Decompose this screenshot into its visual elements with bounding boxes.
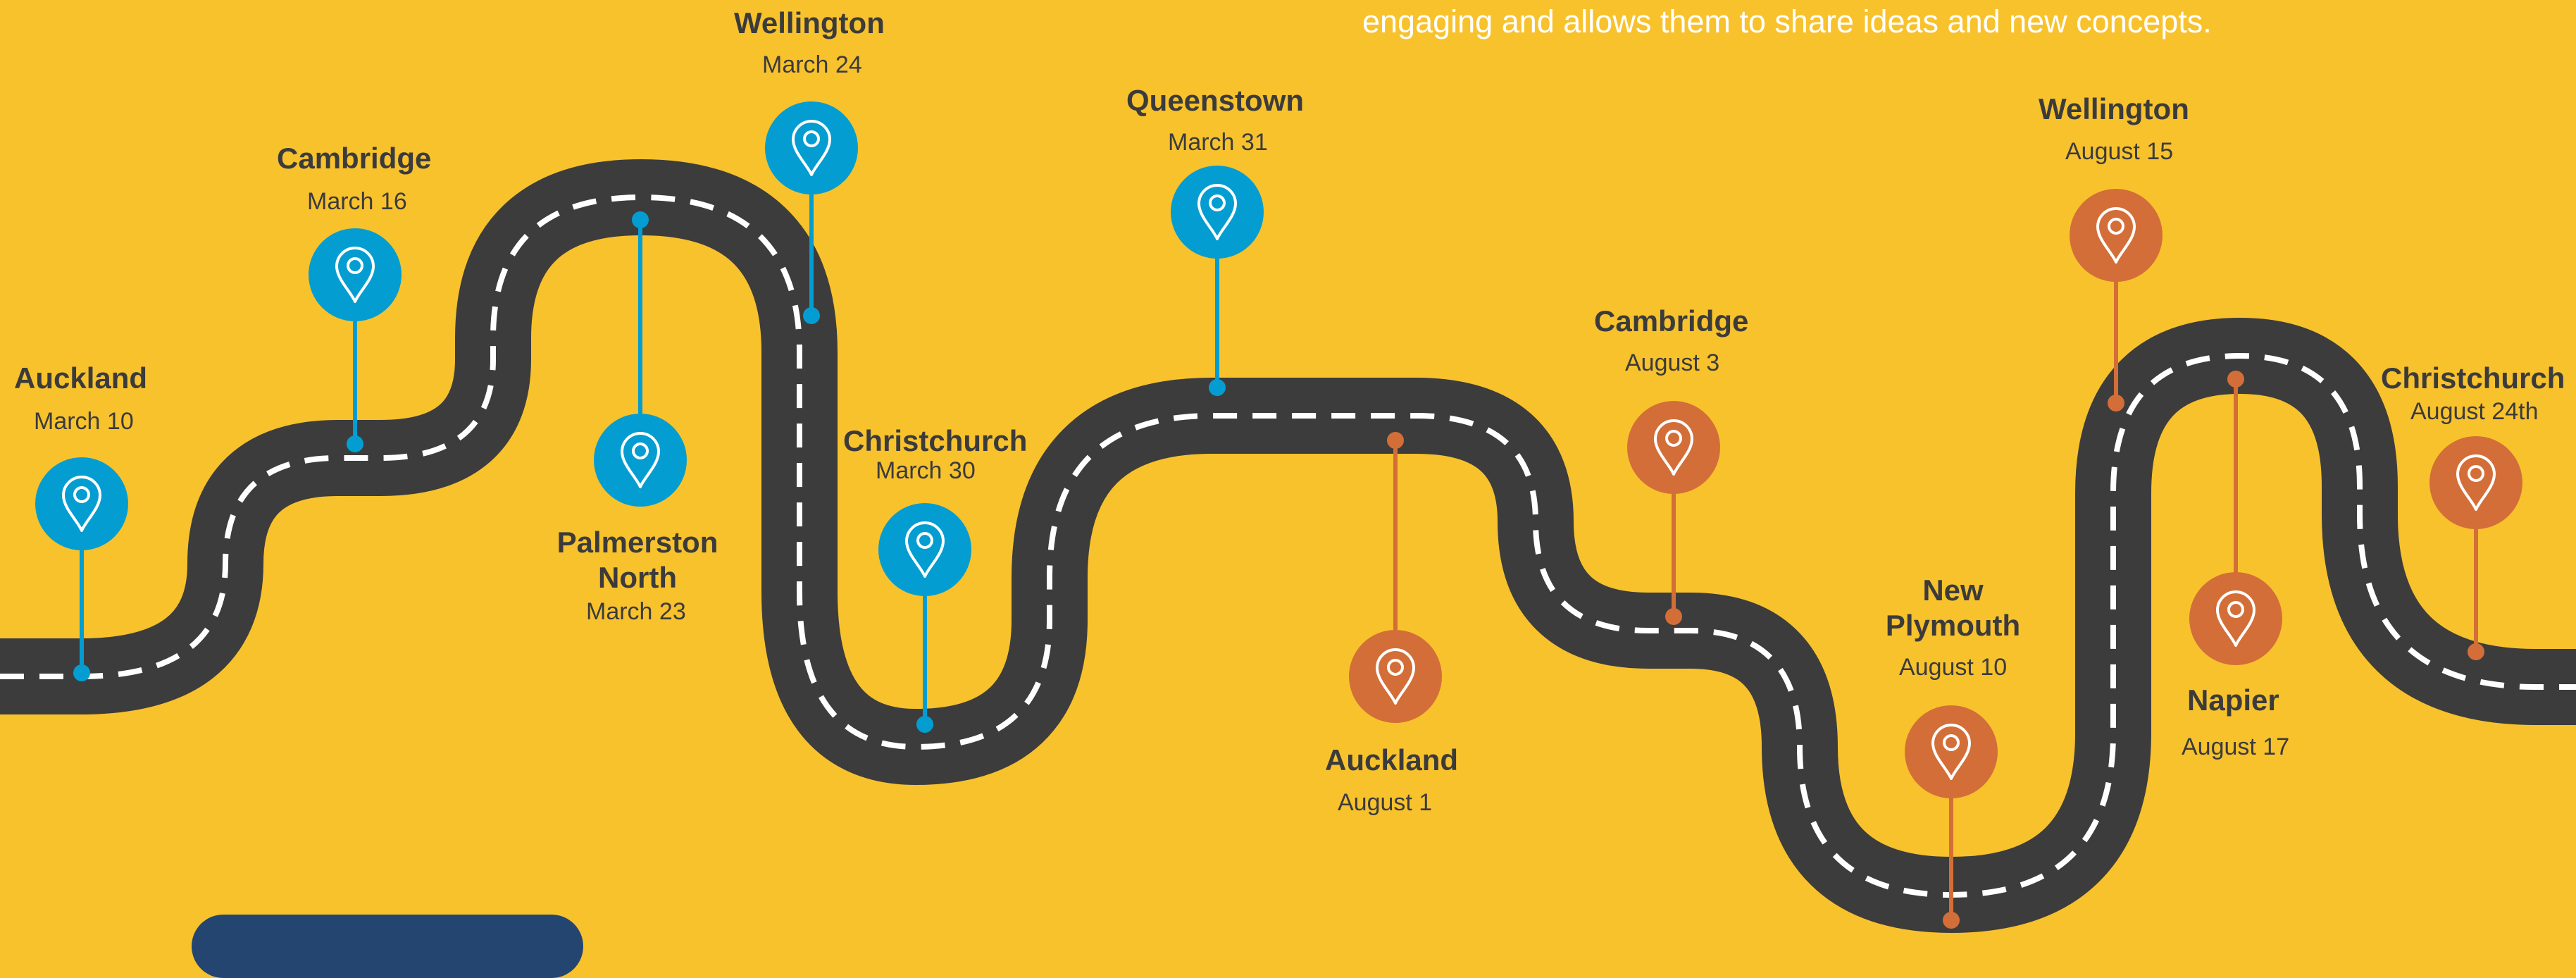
stop-date-label: August 15 [2065,138,2174,165]
stop-marker[interactable] [594,211,687,507]
road-anchor-dot [73,664,90,681]
bottom-action-button[interactable] [192,915,583,978]
marker-circle [309,228,402,321]
road-anchor-dot [2227,371,2244,388]
stop-marker[interactable] [2189,371,2282,665]
location-pin-icon [1376,648,1415,705]
stop-city-label: New Plymouth [1885,574,2021,642]
intro-text: engaging and allows them to share ideas … [1362,4,2212,39]
location-pin-icon [1931,724,1971,780]
stop-date-label: March 10 [34,408,134,435]
stop-city-label: Queenstown [1126,84,1305,117]
road-anchor-dot [2108,395,2124,411]
marker-circle [765,101,858,194]
stop-marker[interactable] [35,457,128,681]
markers-layer [35,101,2522,929]
stop-date-label: August 24th [2410,398,2539,425]
location-pin-icon [335,247,375,303]
stop-city-label: Christchurch [843,424,1028,457]
location-pin-icon [1197,184,1237,240]
marker-circle [1627,401,1720,494]
stop-date-label: March 23 [586,598,686,625]
stop-city-label: Palmerston North [556,526,718,594]
lane-marking [0,194,2576,898]
stop-marker[interactable] [765,101,858,324]
marker-circle [1905,705,1998,798]
stop-city-label: Wellington [2039,92,2189,125]
stop-marker[interactable] [1905,705,1998,929]
stop-date-label: March 16 [307,188,407,215]
road-anchor-dot [1387,432,1404,449]
marker-circle [1171,166,1264,259]
stop-date-label: August 10 [1899,654,2008,681]
stop-date-label: August 3 [1625,349,1720,376]
stop-marker[interactable] [2429,436,2522,660]
roadmap-infographic: engaging and allows them to share ideas … [0,4,2576,978]
stop-marker[interactable] [1349,432,1442,723]
location-pin-icon [792,120,831,176]
stop-marker[interactable] [878,503,971,733]
stop-marker[interactable] [309,228,402,452]
road-anchor-dot [803,307,820,324]
stop-city-label: Auckland [1325,743,1459,776]
location-pin-icon [905,521,945,578]
location-pin-icon [621,432,660,488]
stop-city-label: Wellington [734,6,885,39]
stop-city-label: Christchurch [2381,361,2565,395]
stop-date-label: March 24 [762,51,862,78]
stop-date-label: August 1 [1338,789,1433,816]
location-pin-icon [2096,207,2136,264]
location-pin-icon [2216,590,2255,647]
stop-city-label: Cambridge [277,142,432,175]
winding-road [0,101,2576,933]
road-anchor-dot [916,716,933,733]
marker-circle [1349,630,1442,723]
marker-circle [2070,189,2163,282]
marker-circle [2429,436,2522,529]
road-anchor-dot [1665,608,1682,625]
stop-city-label: Cambridge [1594,304,1749,338]
road-anchor-dot [2468,643,2484,660]
marker-circle [35,457,128,550]
location-pin-icon [62,476,101,532]
marker-circle [2189,572,2282,665]
road-anchor-dot [1209,379,1226,396]
stop-city-label: Napier [2187,683,2279,717]
marker-circle [878,503,971,596]
stop-marker[interactable] [1627,401,1720,625]
road-anchor-dot [1943,912,1960,929]
stop-marker[interactable] [2070,189,2163,411]
location-pin-icon [1654,419,1693,476]
stop-city-label: Auckland [14,361,148,395]
marker-circle [594,414,687,507]
stop-date-label: March 30 [876,457,976,484]
location-pin-icon [2456,454,2496,511]
road-anchor-dot [632,211,649,228]
stop-date-label: March 31 [1168,129,1268,156]
road-anchor-dot [347,435,363,452]
stop-date-label: August 17 [2182,734,2290,760]
stop-marker[interactable] [1171,166,1264,396]
